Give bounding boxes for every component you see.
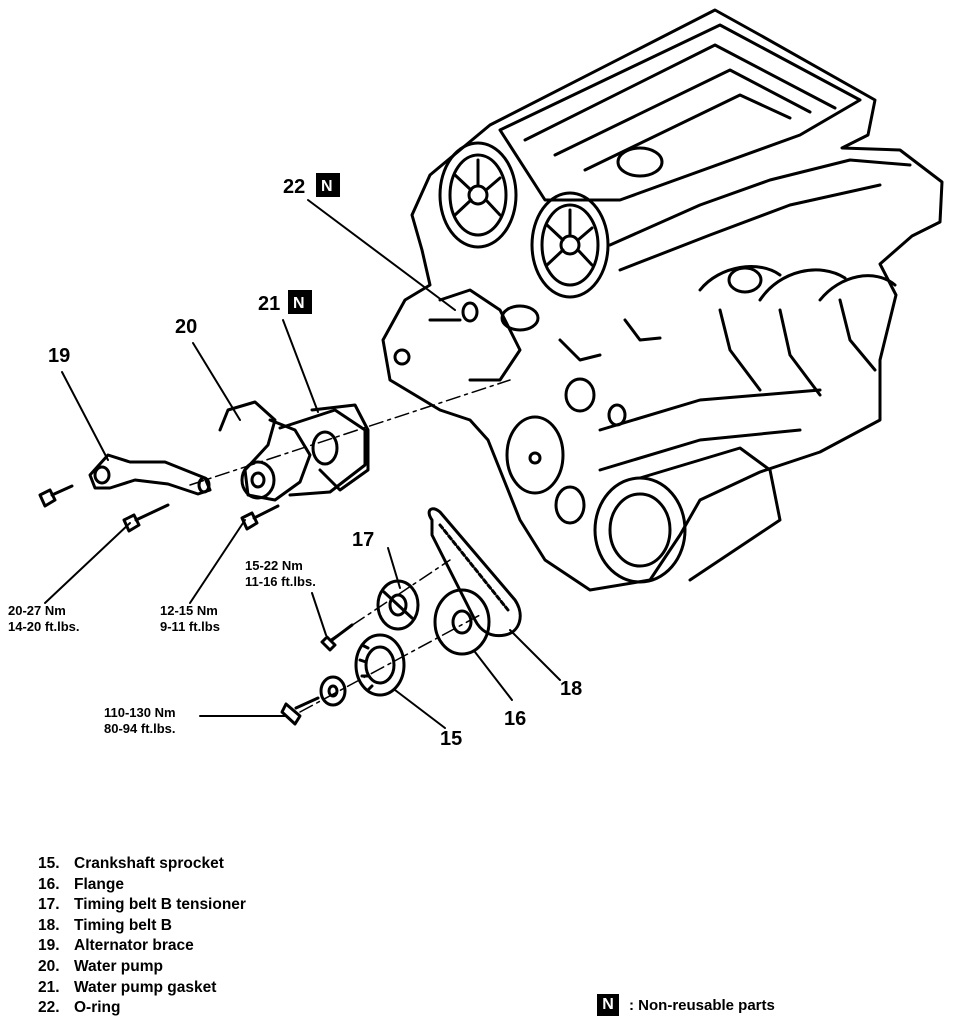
belt-tensioner-part <box>376 579 420 631</box>
torque-brace-nm: 20-27 Nm <box>8 603 66 618</box>
center-lines <box>189 379 511 713</box>
crank-washer <box>319 675 347 707</box>
pump-bolt <box>240 504 280 531</box>
legend-number: 19. <box>38 937 60 955</box>
crank-pulley <box>505 377 627 525</box>
torque-tensioner-nm: 15-22 Nm <box>245 558 303 573</box>
callout-15: 15 <box>440 728 462 750</box>
crankshaft-sprocket-part <box>354 633 406 697</box>
legend-item: 17. Timing belt B tensioner <box>38 895 246 916</box>
brace-bolt-2 <box>122 503 170 533</box>
legend-item: 18. Timing belt B <box>38 916 246 937</box>
legend-number: 18. <box>38 916 60 934</box>
legend-label: Timing belt B tensioner <box>74 896 246 914</box>
callout-22: 22 <box>283 176 305 198</box>
harmonic-balancer <box>593 446 782 584</box>
legend-number: 22. <box>38 999 60 1017</box>
alternator-brace-part <box>88 453 212 496</box>
legend-number: 21. <box>38 978 60 996</box>
callout-21: 21 <box>258 293 280 315</box>
torque-tensioner-ftlbs: 11-16 ft.lbs. <box>245 574 316 589</box>
legend-number: 20. <box>38 957 60 975</box>
timing-belt-b <box>427 507 522 638</box>
legend-item: 19. Alternator brace <box>38 936 246 957</box>
svg-text:N: N <box>321 178 333 195</box>
engine-block <box>381 8 944 592</box>
legend-label: Crankshaft sprocket <box>74 855 224 872</box>
legend-label: Flange <box>74 875 124 893</box>
legend-item: 15. Crankshaft sprocket <box>38 854 246 875</box>
water-pump-part <box>218 400 367 502</box>
water-pump-gasket-part <box>310 403 370 492</box>
cam-sprocket-left <box>438 141 518 249</box>
legend-label: O-ring <box>74 999 121 1017</box>
non-reusable-badge-21: N <box>288 290 312 314</box>
callout-20: 20 <box>175 316 197 338</box>
legend-item: 16. Flange <box>38 875 246 896</box>
legend-label: Water pump <box>74 957 163 975</box>
cam-sprocket-right <box>530 191 610 299</box>
engine-exploded-diagram: 19 20 21 22 17 18 16 15 N N 20-27 Nm 14-… <box>8 8 944 750</box>
brace-bolt-1 <box>38 484 74 508</box>
torque-pump-ftlbs: 9-11 ft.lbs <box>160 619 220 634</box>
legend-item: 20. Water pump <box>38 957 246 978</box>
legend-label: Alternator brace <box>74 937 194 955</box>
callout-16: 16 <box>504 708 526 730</box>
legend-number: 15. <box>38 855 60 872</box>
svg-text:N: N <box>293 295 305 312</box>
flange-part <box>433 588 491 656</box>
legend-number: 17. <box>38 896 60 914</box>
crank-bolt <box>280 696 320 726</box>
callout-19: 19 <box>48 345 70 367</box>
non-reusable-key: N : Non-reusable parts <box>597 994 775 1016</box>
torque-crank-nm: 110-130 Nm <box>104 705 176 720</box>
o-ring-part <box>461 301 479 323</box>
non-reusable-key-badge: N <box>597 994 619 1016</box>
non-reusable-badge-22: N <box>316 173 340 197</box>
legend-number: 16. <box>38 875 60 893</box>
legend-item: 21. Water pump gasket <box>38 978 246 999</box>
legend-label: Water pump gasket <box>74 978 217 996</box>
callout-18: 18 <box>560 678 582 700</box>
legend-label: Timing belt B <box>74 916 172 934</box>
parts-legend: 15. Crankshaft sprocket 16. Flange 17. Timi… <box>38 854 246 1019</box>
torque-brace-ftlbs: 14-20 ft.lbs. <box>8 619 80 634</box>
torque-crank-ftlbs: 80-94 ft.lbs. <box>104 721 176 736</box>
torque-pump-nm: 12-15 Nm <box>160 603 218 618</box>
non-reusable-key-text: : Non-reusable parts <box>629 996 775 1014</box>
leader-lines <box>44 199 561 729</box>
callout-17: 17 <box>352 529 374 551</box>
legend-item: 22. O-ring <box>38 998 246 1019</box>
